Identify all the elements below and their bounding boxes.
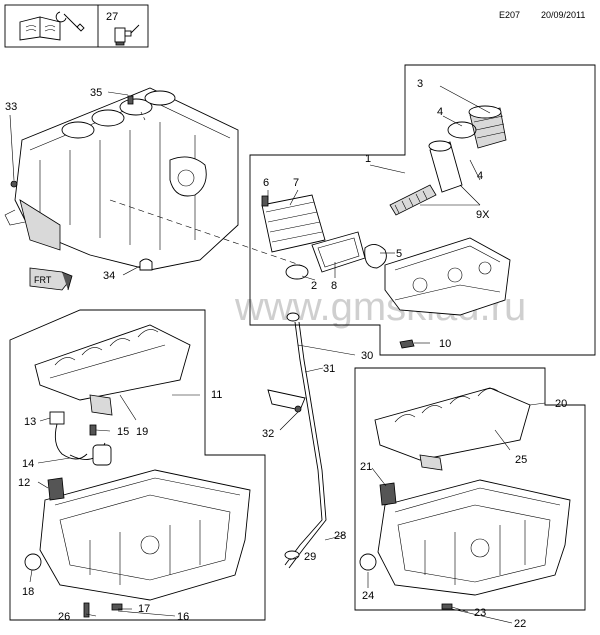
sensor-13-drawing (49, 411, 88, 460)
callout-30: 30 (361, 350, 373, 362)
callout-labels: 1 2 3 4 4 5 6 7 8 9X 10 11 12 13 14 15 1… (5, 78, 567, 630)
date-stamp: 20/09/2011 (541, 10, 585, 20)
service-manual-icon (19, 11, 85, 41)
plug-24-shape (359, 553, 377, 571)
bolt-35-shape (127, 95, 134, 105)
callout-22: 22 (514, 618, 526, 630)
callout-19: 19 (136, 426, 148, 438)
callout-13: 13 (24, 416, 36, 428)
engine-block-drawing (4, 87, 239, 271)
callout-1: 1 (365, 153, 371, 165)
group-20-frame (354, 367, 586, 611)
callout-24: 24 (362, 590, 374, 602)
callout-29: 29 (304, 551, 316, 563)
bolt-26-shape (83, 602, 90, 618)
baffle-25-drawing (374, 387, 531, 471)
plug-33-shape (10, 180, 18, 188)
callout-26: 26 (58, 611, 70, 623)
filter-cap-3-drawing (468, 105, 507, 149)
drain-plug-16-shape (111, 603, 123, 611)
callout-31: 31 (323, 363, 335, 375)
gasket-5-shape (364, 244, 387, 269)
callout-3: 3 (417, 78, 423, 90)
callout-9x: 9X (476, 209, 490, 221)
level-sensor-12-drawing (47, 477, 65, 501)
callout-28: 28 (334, 530, 346, 542)
callout-7: 7 (293, 177, 299, 189)
callout-12: 12 (18, 477, 30, 489)
info-box-group: 27 (4, 4, 149, 48)
info-box-frame (4, 4, 149, 48)
dipstick-drawing (267, 312, 327, 569)
o-ring-4-shape (447, 121, 477, 139)
callout-33: 33 (5, 101, 17, 113)
oil-pan-left-drawing (39, 469, 251, 601)
callout-34: 34 (103, 270, 115, 282)
group-11-frame (9, 309, 266, 621)
filter-housing-drawing (384, 237, 511, 316)
drain-plug-22-shape (441, 603, 453, 610)
callout-16: 16 (177, 611, 189, 623)
callout-17: 17 (138, 603, 150, 615)
callout-35: 35 (90, 87, 102, 99)
info-box-number: 27 (106, 11, 118, 23)
group-1-frame (249, 64, 596, 356)
callout-32: 32 (262, 428, 274, 440)
oil-pan-right-drawing (377, 479, 571, 596)
callout-23: 23 (474, 607, 486, 619)
assembly-guide-line (109, 199, 301, 266)
bolt-15-shape (89, 424, 97, 436)
callout-15: 15 (117, 426, 129, 438)
front-arrow: FRT (29, 267, 73, 291)
sealant-tube-icon (114, 24, 140, 46)
callout-6: 6 (263, 177, 269, 189)
plug-18-shape (24, 553, 42, 571)
callout-5: 5 (396, 248, 402, 260)
oil-filter-element-drawing (389, 140, 463, 216)
callout-25: 25 (515, 454, 527, 466)
callout-20: 20 (555, 398, 567, 410)
callout-4-lower: 4 (477, 170, 483, 182)
level-sensor-21-shape (379, 482, 397, 506)
callout-2: 2 (311, 280, 317, 292)
oil-cooler-7-drawing (261, 194, 326, 253)
bolt-6-shape (261, 195, 269, 207)
seal-2-shape (285, 264, 309, 280)
harness-14-drawing (69, 442, 112, 466)
callout-4-upper: 4 (437, 106, 443, 118)
leader-lines (9, 85, 546, 624)
callout-21: 21 (360, 461, 372, 473)
callout-11: 11 (211, 389, 222, 401)
callout-10: 10 (439, 338, 451, 350)
sensor-10-shape (399, 339, 415, 349)
ref-code: E207 (499, 10, 520, 20)
baffle-19-drawing (34, 324, 191, 416)
callout-8: 8 (331, 280, 337, 292)
callout-14: 14 (22, 458, 34, 470)
front-arrow-label: FRT (34, 275, 52, 285)
callout-18: 18 (22, 586, 34, 598)
sensor-34-shape (139, 258, 153, 271)
